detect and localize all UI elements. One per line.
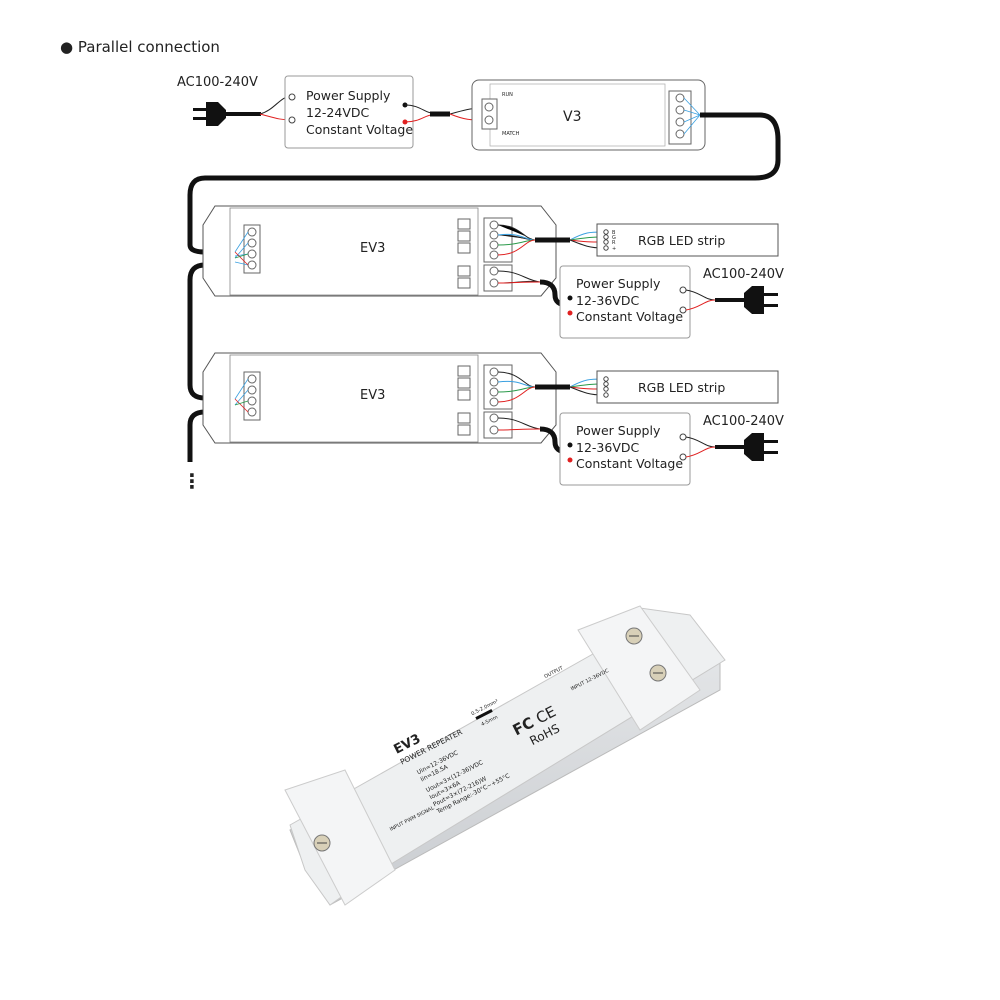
- ac-label: AC100-240V: [177, 75, 258, 90]
- repeater-unit-1: EV3 B G R + RGB LED strip Power Supply 1…: [202, 205, 784, 339]
- ps1-line1: Power Supply: [306, 88, 391, 103]
- plug-icon: [193, 102, 261, 126]
- ps-line3: Constant Voltage: [576, 456, 683, 471]
- strip-label: RGB LED strip: [638, 380, 725, 395]
- ps1-line2: 12-24VDC: [306, 105, 369, 120]
- continuation-dots: ⋮: [182, 469, 202, 493]
- pin-plus: +: [612, 246, 616, 252]
- ev3-name: EV3: [360, 388, 385, 403]
- repeater-unit-2: EV3 RGB LED strip Power Supply 12-36VDC …: [202, 352, 784, 486]
- bus-cable: [187, 112, 781, 255]
- ps-line3: Constant Voltage: [576, 309, 683, 324]
- plug-icon: [715, 286, 778, 314]
- ac-label: AC100-240V: [703, 267, 784, 282]
- product-photo: EV3 POWER REPEATER Uin=12-36VDC Iin=18.5…: [284, 605, 726, 906]
- match-label: MATCH: [502, 131, 520, 137]
- run-label: RUN: [502, 92, 513, 98]
- ac-label: AC100-240V: [703, 414, 784, 429]
- pin-g: G: [612, 235, 616, 241]
- power-supply-1: [284, 75, 414, 149]
- ps1-line3: Constant Voltage: [306, 122, 413, 137]
- v3-name: V3: [563, 109, 581, 125]
- ps-line1: Power Supply: [576, 423, 661, 438]
- ps-line1: Power Supply: [576, 276, 661, 291]
- ev3-name: EV3: [360, 241, 385, 256]
- section-heading: ● Parallel connection: [60, 38, 220, 56]
- strip-label: RGB LED strip: [638, 233, 725, 248]
- rgb-led-strip: [596, 223, 779, 257]
- ps-line2: 12-36VDC: [576, 293, 639, 308]
- bullet: ●: [60, 38, 74, 56]
- ps-line2: 12-36VDC: [576, 440, 639, 455]
- plug-icon: [715, 433, 778, 461]
- pin-b: B: [612, 230, 616, 236]
- power-supply: [559, 412, 691, 486]
- rgb-led-strip: [596, 370, 779, 404]
- pin-r: R: [612, 240, 616, 246]
- heading-title: Parallel connection: [77, 38, 220, 56]
- power-supply: [559, 265, 691, 339]
